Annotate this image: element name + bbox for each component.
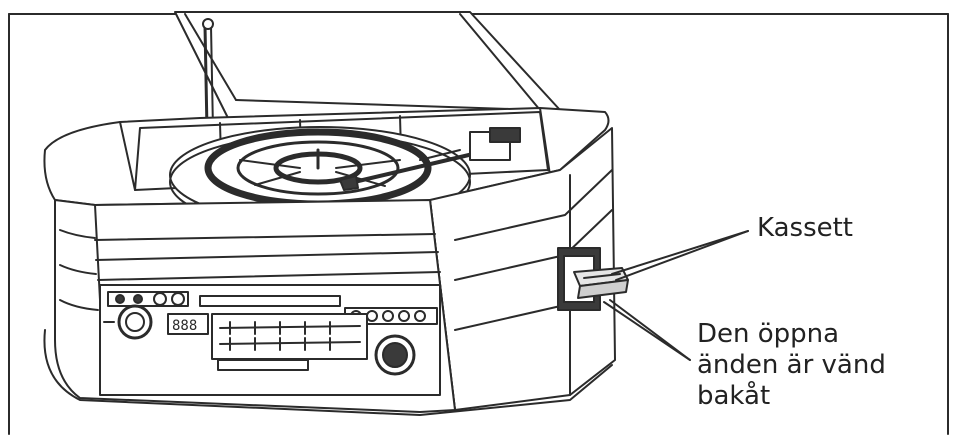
tuner-display: 888 xyxy=(167,313,368,371)
cassette-label: Kassett xyxy=(757,213,854,243)
turntable-platter xyxy=(169,126,471,231)
open-end-label-line-2: änden är vänd xyxy=(697,350,886,380)
cassette-leader-line xyxy=(611,230,749,275)
volume-knob xyxy=(103,304,153,340)
cabinet-base xyxy=(43,329,613,416)
dust-cover-lid xyxy=(174,11,561,123)
cassette-leader-line-2 xyxy=(615,230,749,281)
open-end-label-line-3: bakåt xyxy=(697,381,771,411)
open-end-label: Den öppna änden är vänd bakåt xyxy=(697,319,886,412)
open-end-leader-line-2 xyxy=(603,301,691,361)
tuning-knob xyxy=(374,334,416,376)
svg-text:888: 888 xyxy=(172,318,197,334)
open-end-label-line-1: Den öppna xyxy=(697,319,840,349)
lid-support-arm xyxy=(202,18,214,132)
tone-arm xyxy=(339,127,521,191)
